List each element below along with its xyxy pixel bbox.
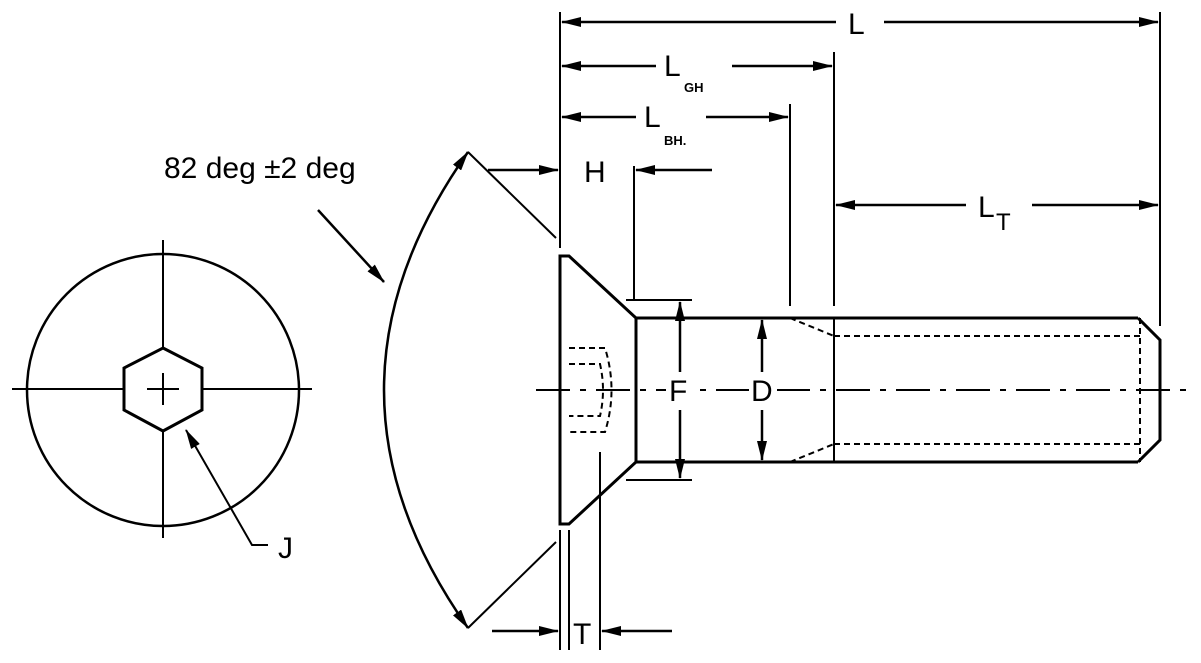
side-view bbox=[317, 12, 1190, 650]
label-lgh: L bbox=[664, 50, 681, 83]
label-h: H bbox=[584, 156, 606, 189]
label-lgh-sub: GH bbox=[684, 80, 704, 95]
label-t: T bbox=[573, 618, 591, 651]
label-lbh-sub: BH. bbox=[664, 133, 686, 148]
end-view bbox=[12, 240, 312, 546]
label-lt-sub: T bbox=[996, 209, 1011, 236]
angle-leader-line bbox=[317, 209, 385, 283]
label-d: D bbox=[751, 375, 773, 408]
j-leader-line bbox=[185, 429, 268, 546]
countersink-angle-arc bbox=[382, 151, 470, 629]
label-lbh: L bbox=[644, 101, 661, 134]
label-l: L bbox=[848, 8, 865, 41]
labels: 82 deg ±2 deg L L GH L BH. H L T F D J T bbox=[164, 8, 1011, 651]
label-j: J bbox=[278, 532, 293, 565]
label-f: F bbox=[669, 375, 687, 408]
angle-label: 82 deg ±2 deg bbox=[164, 152, 356, 185]
label-lt: L bbox=[978, 191, 995, 224]
